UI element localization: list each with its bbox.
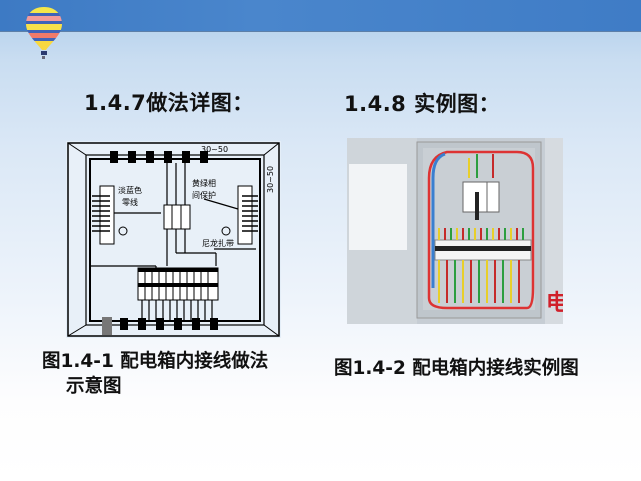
section-heading-detail: 1.4.7做法详图：: [84, 91, 254, 115]
label-neutral-1: 淡蓝色: [118, 185, 142, 195]
label-tie: 尼龙扎带: [202, 238, 234, 248]
label-ground-1: 黄绿相: [192, 178, 216, 188]
figure-caption-diagram: 图1.4-1 配电箱内接线做法 示意图: [42, 349, 322, 399]
distribution-box-photo: 电: [347, 138, 563, 324]
section-heading-example: 1.4.8 实例图：: [344, 92, 501, 116]
dimension-top: 30~50: [201, 145, 228, 154]
dimension-right: 30~50: [266, 166, 275, 193]
header-bar: [0, 0, 641, 32]
caption-line-1: 图1.4-1 配电箱内接线做法: [42, 351, 269, 372]
caption-line-2: 示意图: [66, 376, 122, 397]
label-neutral-2: 零线: [122, 197, 138, 207]
label-ground-2: 间保护: [192, 190, 216, 200]
hot-air-balloon-icon: [26, 7, 62, 59]
distribution-box-schematic: 30~50 淡蓝色 零线 黄绿相 间保护 尼龙扎带 30~50: [67, 142, 280, 337]
photo-sign-char: 电: [546, 291, 563, 316]
figure-caption-photo: 图1.4-2 配电箱内接线实例图: [334, 358, 579, 379]
wiring-diagram: 30~50 淡蓝色 零线 黄绿相 间保护 尼龙扎带 30~50: [66, 141, 281, 338]
